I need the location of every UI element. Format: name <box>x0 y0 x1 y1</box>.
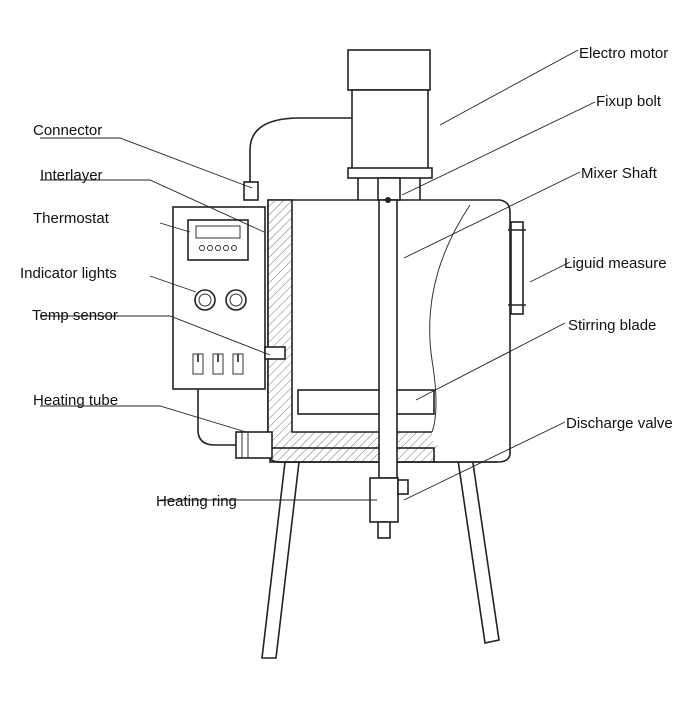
interlayer-jacket <box>268 200 440 462</box>
indicator-light-left <box>194 289 216 311</box>
liquid-gauge <box>508 221 526 315</box>
connector-cable <box>197 117 355 446</box>
right-leg <box>454 434 500 644</box>
left-leg <box>261 461 300 659</box>
motor-assembly <box>347 49 433 539</box>
control-box <box>172 206 286 390</box>
label-temp-sensor: Temp sensor <box>32 307 118 324</box>
labels: Electro motor Fixup bolt Mixer Shaft Lig… <box>20 45 673 510</box>
liquid-gauge-tube <box>510 221 524 315</box>
mixer-shaft-rod <box>378 199 398 479</box>
inner-curve <box>429 204 471 433</box>
cable-bottom <box>197 389 240 446</box>
connector-plug <box>243 181 259 201</box>
indicator-light-right <box>225 289 247 311</box>
discharge-outlet <box>377 521 391 539</box>
valve-handle <box>397 479 409 495</box>
label-fixup-bolt: Fixup bolt <box>596 93 662 110</box>
label-heating-tube: Heating tube <box>33 392 118 409</box>
label-electro-motor: Electro motor <box>579 45 668 62</box>
thermostat-unit <box>187 219 249 261</box>
heating-tube <box>235 431 273 459</box>
stirring-blade-shape <box>297 389 435 415</box>
motor-flange <box>347 167 433 179</box>
label-discharge-valve: Discharge valve <box>566 415 673 432</box>
label-connector: Connector <box>33 122 102 139</box>
switches <box>192 353 244 375</box>
electro-motor-body <box>351 89 429 171</box>
label-interlayer: Interlayer <box>40 167 103 184</box>
label-thermostat: Thermostat <box>33 210 110 227</box>
label-indicator-lights: Indicator lights <box>20 265 117 282</box>
heating-tube-body <box>235 431 273 459</box>
temp-sensor-probe <box>264 346 286 360</box>
label-mixer-shaft: Mixer Shaft <box>581 165 658 182</box>
motor-cap <box>347 49 431 91</box>
label-heating-ring: Heating ring <box>156 493 237 510</box>
fixup-bolt-shape <box>377 177 401 201</box>
thermostat-display <box>195 225 241 239</box>
label-liquid-measure: Liguid measure <box>564 255 667 272</box>
cable-top <box>249 117 355 185</box>
inner-wall <box>268 199 432 433</box>
leader-lines <box>40 49 596 501</box>
label-stirring-blade: Stirring blade <box>568 317 656 334</box>
